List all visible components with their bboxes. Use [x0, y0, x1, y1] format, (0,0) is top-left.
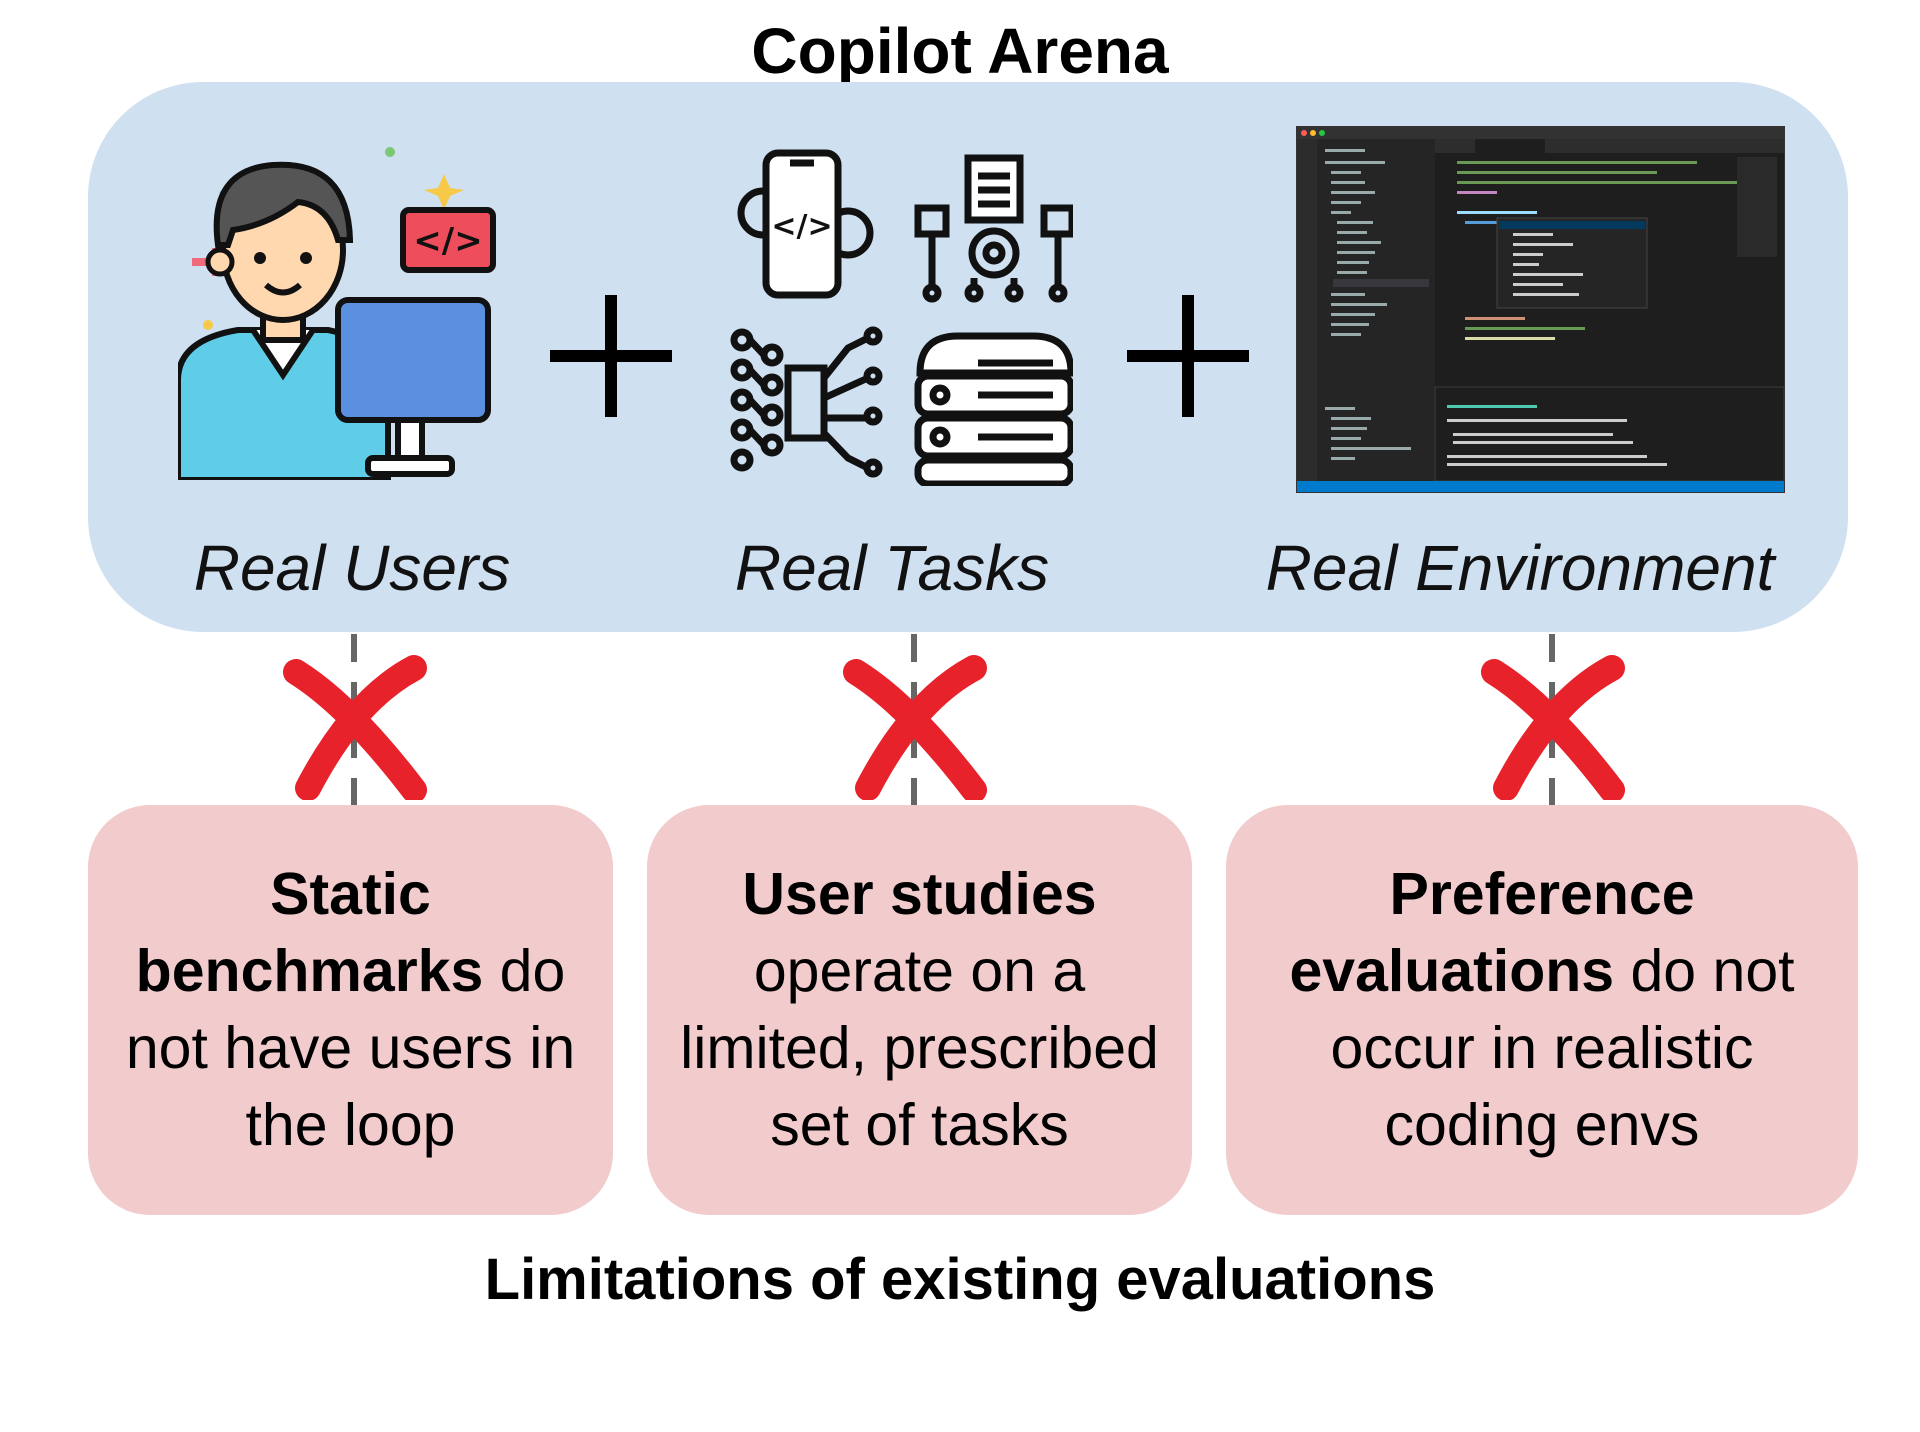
- svg-text:</>: </>: [413, 221, 482, 261]
- plus-icon: [550, 295, 672, 417]
- svg-text:</>: </>: [771, 209, 832, 244]
- limitation-bold-text: Static benchmarks: [136, 861, 484, 1004]
- limitation-bold-text: User studies: [742, 861, 1096, 927]
- plus-icon: [1127, 295, 1249, 417]
- developer-at-computer-icon: </>: [178, 140, 508, 480]
- limitation-preference-evaluations: Preference evaluations do not occur in r…: [1226, 805, 1858, 1215]
- code-editor-screenshot: [1296, 126, 1785, 493]
- caption-real-tasks: Real Tasks: [612, 528, 1172, 608]
- coding-tasks-icon: </>: [728, 148, 1073, 486]
- caption-real-environment: Real Environment: [1240, 528, 1800, 608]
- red-cross-icon: [834, 650, 994, 800]
- limitation-user-studies: User studies operate on a limited, presc…: [647, 805, 1192, 1215]
- red-cross-icon: [274, 650, 434, 800]
- red-cross-icon: [1472, 650, 1632, 800]
- footer-caption: Limitations of existing evaluations: [0, 1245, 1920, 1315]
- diagram-title: Copilot Arena: [0, 12, 1920, 90]
- limitation-rest-text: operate on a limited, prescribed set of …: [680, 938, 1159, 1158]
- limitation-static-benchmarks: Static benchmarks do not have users in t…: [88, 805, 613, 1215]
- caption-real-users: Real Users: [72, 528, 632, 608]
